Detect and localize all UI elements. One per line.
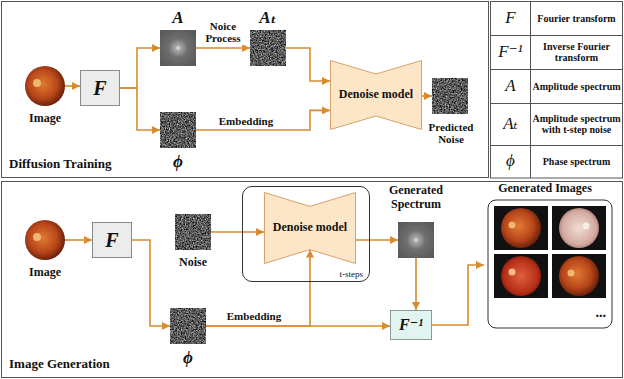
table-symbol: F <box>491 1 530 35</box>
fundus-image <box>25 66 65 106</box>
panel: Image Generation Image F Noise t-steps Denois… <box>1 181 623 378</box>
flow-arrow <box>206 325 390 327</box>
generated-fundus <box>501 256 541 296</box>
generated-fundus <box>559 256 599 296</box>
node-text: Generated Spectrum <box>378 184 454 212</box>
optic-disc <box>583 223 590 230</box>
table-symbol: ϕ <box>491 145 530 178</box>
generated-images-frame <box>488 200 612 328</box>
noise-image <box>250 30 286 66</box>
node-text: Predicted Noise <box>422 121 480 146</box>
thumbnail-ground <box>552 254 606 298</box>
phase-node: ϕ <box>163 306 213 368</box>
table-rule <box>491 103 623 104</box>
node-text: ϕ <box>173 152 183 172</box>
table-rule <box>491 35 623 36</box>
fundus-image <box>25 220 65 260</box>
spectrum-node: A <box>152 8 204 68</box>
node-text: Diffusion Training <box>9 157 111 172</box>
node-text: F⁻¹ <box>399 316 423 334</box>
noise-image <box>175 214 211 250</box>
flow-arrow <box>286 48 330 81</box>
flow-arrow <box>206 250 310 326</box>
node-text: Generated Images <box>498 182 592 196</box>
edge-label: Embedding <box>212 114 280 128</box>
optic-disc <box>509 222 516 229</box>
generated-spectrum-image <box>398 222 434 258</box>
node-text: A <box>172 8 183 28</box>
transform-box: F <box>92 222 132 258</box>
noise-node: Predicted Noise <box>422 74 480 146</box>
generated-fundus <box>559 208 599 248</box>
flow-arrow <box>432 265 484 325</box>
node-text: Image <box>29 266 61 280</box>
table-description: Inverse Fourier transform <box>532 35 621 69</box>
edge-label: Embedding <box>220 309 288 323</box>
spectrum-node: Generated Spectrum <box>378 184 454 260</box>
optic-disc <box>568 270 575 277</box>
amplitude-spectrum-image <box>160 30 196 66</box>
flow-arrow <box>196 110 330 130</box>
table-description: Fourier transform <box>532 1 621 35</box>
noise-image <box>432 78 468 114</box>
table-symbol: A <box>491 69 530 103</box>
denoise-model: Denoise model <box>264 192 356 264</box>
table-description: Phase spectrum <box>532 145 621 178</box>
flow-arrow <box>120 48 160 88</box>
node-text: ... <box>596 305 607 321</box>
denoise-model: Denoise model <box>330 60 422 130</box>
flow-arrow <box>422 95 432 97</box>
image-node: Image <box>16 218 74 280</box>
phase-node: ϕ <box>152 110 204 172</box>
legend-table <box>491 2 623 179</box>
bowtie-shape <box>331 61 422 130</box>
table-description: Amplitude spectrum with t-step noise <box>532 103 621 145</box>
generated-fundus <box>501 208 541 248</box>
table-symbol: F⁻¹ <box>491 35 530 69</box>
node-text: t-steps <box>340 269 364 279</box>
table-rule <box>491 145 623 146</box>
thumbnail-ground <box>494 206 548 250</box>
optic-disc <box>509 269 516 276</box>
edge-label: Noice Process <box>198 19 248 45</box>
transform-box: F <box>80 70 120 106</box>
table-rule <box>491 69 623 70</box>
flow-arrow <box>65 239 92 241</box>
optic-disc <box>33 233 41 241</box>
node-text: Image Generation <box>9 357 110 372</box>
node-text: ϕ <box>183 348 193 368</box>
phase-image <box>170 308 206 344</box>
bowtie-shape <box>265 193 356 264</box>
flow-arrow <box>132 240 170 326</box>
flow-arrow <box>211 231 264 233</box>
noisy-spectrum-node: Aₜ <box>242 8 294 68</box>
table-description: Amplitude spectrum <box>532 69 621 103</box>
phase-image <box>160 112 196 148</box>
inverse-transform-box: F⁻¹ <box>390 310 432 340</box>
node-text: F <box>105 229 118 252</box>
noise-node: Noise <box>168 212 218 270</box>
generated-images-box: Generated Images... <box>484 182 616 328</box>
node-text: Denoise model <box>339 88 413 102</box>
table-symbol: Aₜ <box>491 103 530 145</box>
table-rule <box>530 2 531 179</box>
node-text: F <box>93 77 106 100</box>
flow-arrow <box>415 258 417 310</box>
optic-disc <box>33 79 41 87</box>
node-text: Noise <box>179 256 207 270</box>
flow-arrow <box>356 239 398 241</box>
flow-arrow <box>120 88 160 130</box>
thumbnail-ground <box>552 206 606 250</box>
image-node: Image <box>16 64 74 126</box>
node-text: Denoise model <box>273 221 347 235</box>
flow-arrow <box>196 47 250 49</box>
thumbnail-ground <box>494 254 548 298</box>
flow-arrow <box>65 85 80 87</box>
node-text: Image <box>29 112 61 126</box>
step-loop-box: t-steps Denoise model <box>242 186 370 282</box>
node-text: Aₜ <box>259 8 277 28</box>
